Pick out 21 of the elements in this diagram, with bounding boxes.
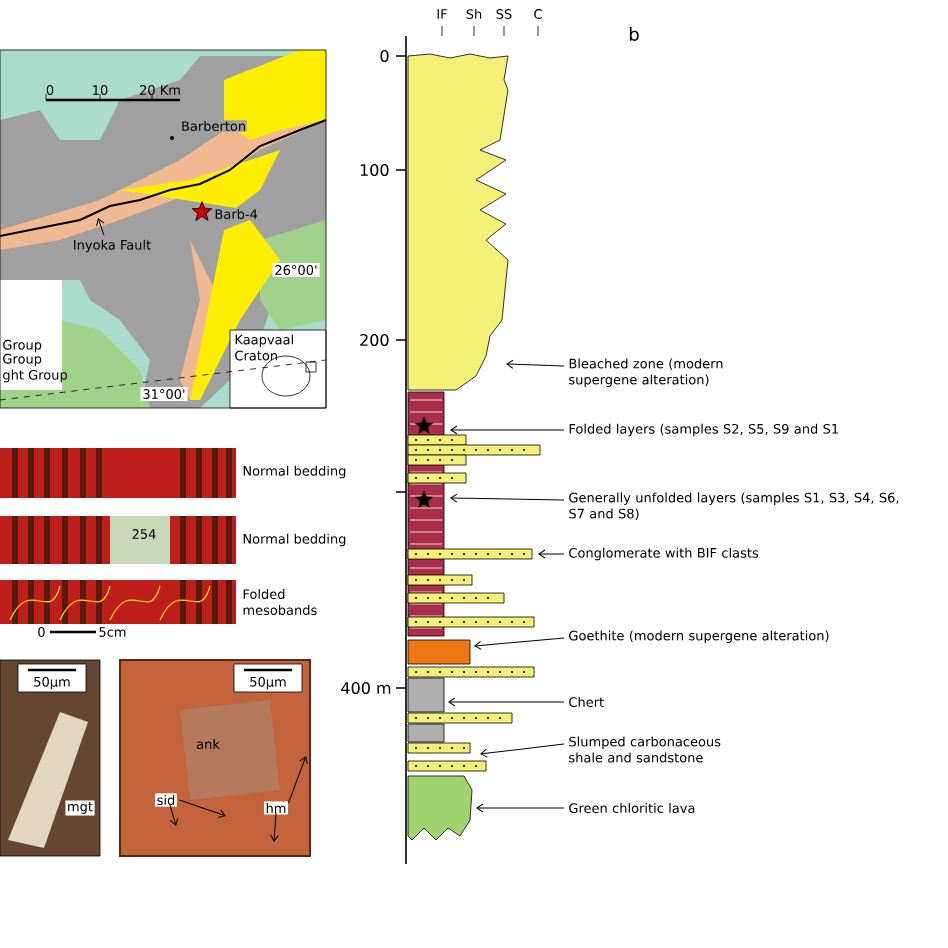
leader-arrow [448,697,565,707]
leader-arrow [474,637,565,650]
panel-letter: b [629,27,639,41]
depth-label: 0 [380,49,389,63]
leader-arrow [169,804,179,826]
depth-label: 200 [360,333,389,347]
stratigraphic-column-drawing [407,53,541,841]
leader-arrow [270,812,279,842]
leader-arrow [476,803,565,813]
leader-arrow [538,549,565,559]
depth-label: 400 m [341,681,391,695]
leader-arrow [96,218,105,236]
leader-arrow [506,359,565,369]
leader-arrow [287,756,308,804]
leader-arrow [480,743,565,758]
map-drawing [0,49,327,409]
micrograph [119,659,311,857]
depth-label: 100 [360,163,389,177]
leader-arrow [450,493,565,503]
leader-arrow [178,799,226,819]
leader-arrow [450,425,565,435]
